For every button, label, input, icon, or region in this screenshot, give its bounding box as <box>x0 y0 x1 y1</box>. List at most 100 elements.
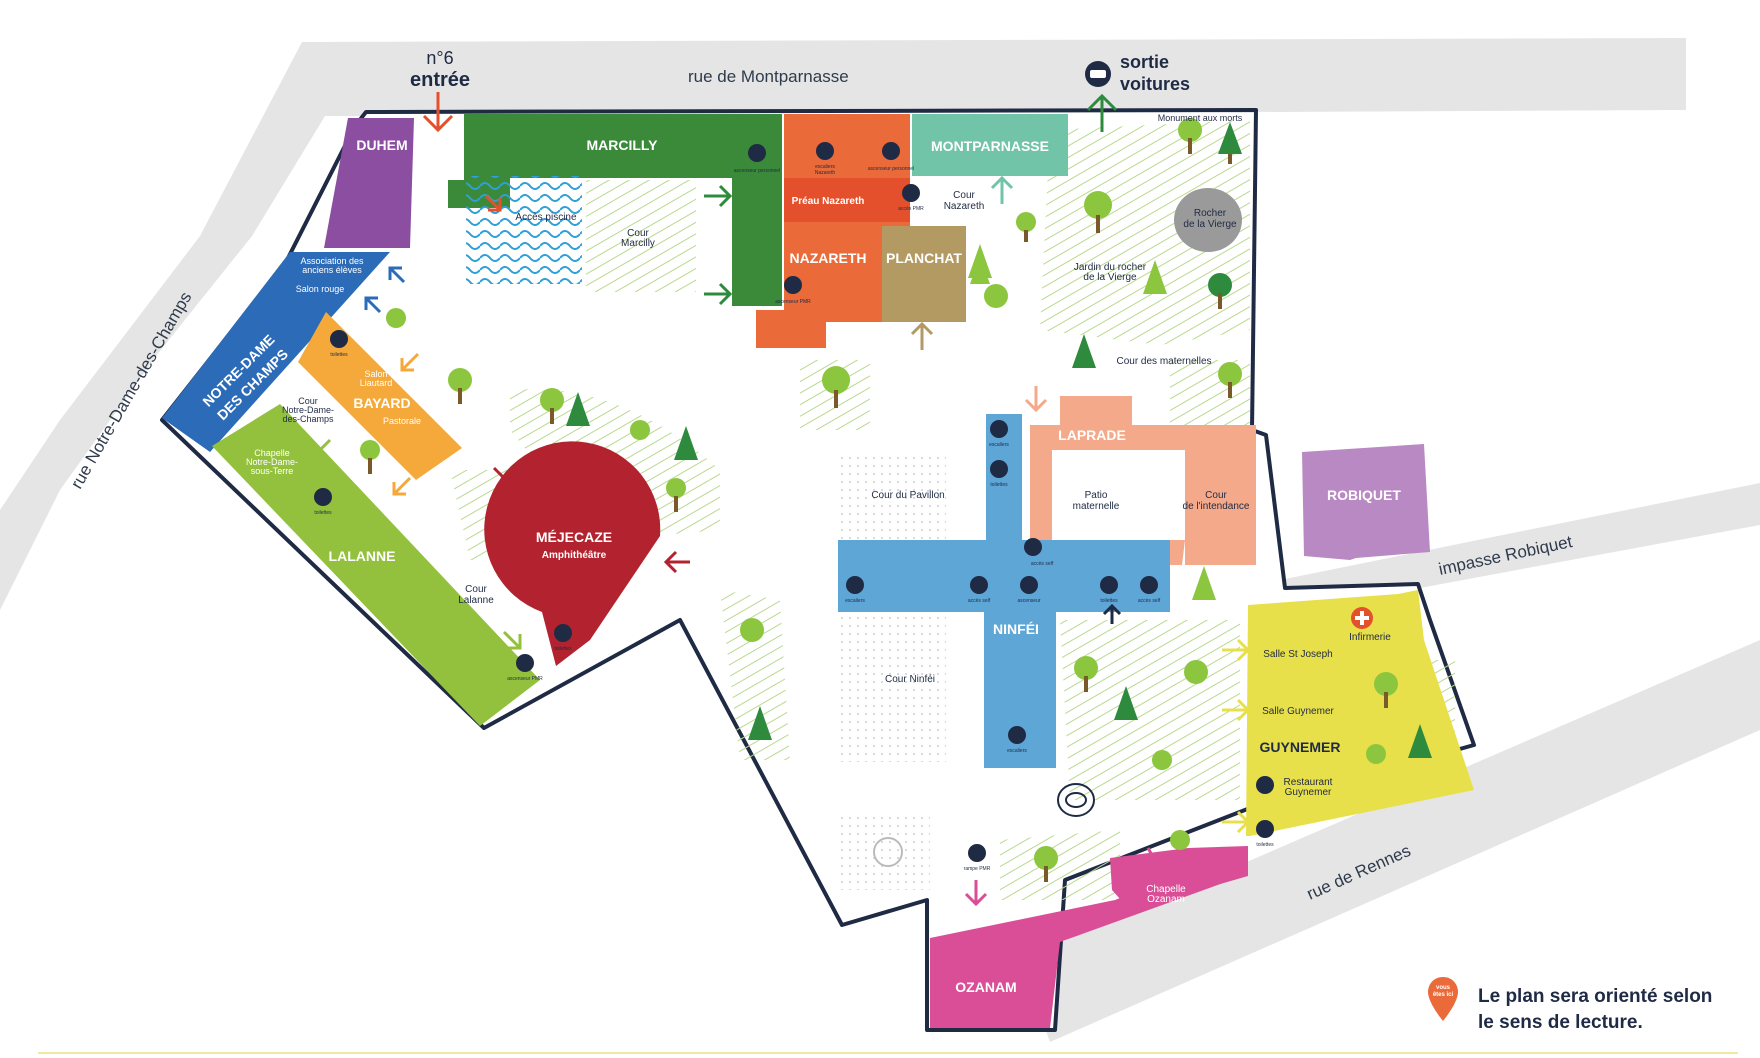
arrow-piscine <box>484 194 502 212</box>
toilets-icon <box>554 624 572 642</box>
tree-icon <box>566 392 590 426</box>
pin-label-1: vous <box>1436 985 1451 991</box>
street-robiquet <box>1280 483 1760 612</box>
arrow-montparnasse <box>990 175 1014 204</box>
wheelchair-icon <box>902 184 920 202</box>
garden-ninfei-left <box>720 590 790 760</box>
label-nazareth: NAZARETH <box>790 250 867 266</box>
building-montparnasse[interactable] <box>912 114 1068 176</box>
stairs-icon <box>1008 726 1026 744</box>
arrow-rampe <box>964 880 988 907</box>
building-planchat[interactable] <box>882 226 966 322</box>
fountain <box>1057 783 1095 817</box>
car-exit-line2: voitures <box>1120 74 1190 94</box>
label-patio-1: Patio <box>1085 490 1108 501</box>
tree-icon <box>666 478 686 512</box>
service-icons <box>314 142 1373 862</box>
arrow-bayard-2 <box>392 476 412 496</box>
label-marcilly: MARCILLY <box>586 137 658 153</box>
toilets-icon <box>314 488 332 506</box>
car-exit-line1: sortie <box>1120 52 1169 72</box>
label-cour-ndc-2: Notre-Dame- <box>282 405 334 415</box>
tree-icon <box>1366 744 1386 764</box>
building-mejecaze[interactable] <box>484 441 661 666</box>
label-chapelle-ozanam-2: Ozanam <box>1147 894 1185 905</box>
building-robiquet[interactable] <box>1302 444 1430 560</box>
garden-ninfei-right <box>1060 620 1240 800</box>
icon-captions: ascenseur personnel escaliers Nazareth a… <box>314 164 1274 872</box>
arrow-duhem-1 <box>388 266 406 284</box>
arrow-duhem-2 <box>364 296 382 314</box>
garden-jardin-rocher <box>1040 120 1250 345</box>
label-restaurant-1: Restaurant <box>1284 777 1333 788</box>
entrance-label[interactable]: entrée <box>410 69 470 91</box>
caption-ascenseur: ascenseur <box>1017 598 1040 604</box>
garden-ozanam <box>1000 830 1120 900</box>
tree-icon <box>630 420 650 440</box>
caption-ascenseur-pmr-lalanne: ascenseur PMR <box>507 676 543 682</box>
building-duhem[interactable] <box>324 118 414 248</box>
building-ninfei[interactable] <box>838 414 1170 768</box>
entrance-number: n°6 <box>426 48 453 68</box>
building-notre-dame[interactable] <box>162 252 390 452</box>
arrow-guynemer-1 <box>1222 638 1251 662</box>
label-cour-intendance-1: Cour <box>1205 490 1227 501</box>
toilets-icon <box>1100 576 1118 594</box>
tree-icon <box>1084 191 1112 233</box>
entrance-arrow <box>422 92 454 133</box>
caption-toilettes: toilettes <box>314 510 332 516</box>
label-salon-liautard-2: Liautard <box>360 378 393 388</box>
caption-escaliers-nazareth: Nazareth <box>815 170 836 176</box>
building-chapelle-ozanam[interactable] <box>1110 846 1248 910</box>
arrow-preau <box>875 188 904 212</box>
tree-icon <box>540 388 564 424</box>
label-acces-piscine: Accès piscine <box>515 212 577 223</box>
label-jardin-2: de la Vierge <box>1083 272 1137 283</box>
tree-icon <box>1218 362 1242 398</box>
label-cour-nazareth-2: Nazareth <box>944 201 985 212</box>
tree-icon <box>740 618 764 642</box>
tree-icon <box>1170 830 1190 850</box>
label-guynemer: GUYNEMER <box>1260 739 1341 755</box>
arrows <box>312 92 1251 907</box>
caption-escaliers: escaliers <box>1007 748 1027 754</box>
tree-icon <box>984 284 1008 308</box>
caption-escaliers: escaliers <box>815 164 835 170</box>
building-bayard[interactable] <box>298 312 462 480</box>
label-cour-marcilly-2: Marcilly <box>621 238 655 249</box>
elevator-icon <box>1020 576 1038 594</box>
court-ninfei <box>836 612 946 762</box>
tree-icon <box>674 426 698 460</box>
rocher-de-la-vierge <box>1174 188 1242 252</box>
tree-icon <box>1143 260 1167 294</box>
label-chapelle-ozanam-1: Chapelle <box>1146 884 1186 895</box>
garden-cour-marcilly <box>586 180 696 292</box>
building-guynemer[interactable] <box>1246 590 1474 836</box>
caption-rampe-pmr: rampe PMR <box>964 866 991 872</box>
label-cour-lalanne-2: Lalanne <box>458 595 494 606</box>
label-cour-ndc-1: Cour <box>298 396 318 406</box>
orientation-note-line2: le sens de lecture. <box>1478 1012 1643 1033</box>
street-notre-dame <box>0 42 370 610</box>
label-rocher-1: Rocher <box>1194 208 1227 219</box>
label-robiquet: ROBIQUET <box>1327 487 1401 503</box>
caption-acces-self: accès self <box>968 598 991 604</box>
tree-icon <box>1192 566 1216 600</box>
stairs-icon <box>990 420 1008 438</box>
toilets-icon <box>990 460 1008 478</box>
label-lalanne: LALANNE <box>329 548 396 564</box>
building-lalanne[interactable] <box>212 404 540 726</box>
tree-icon <box>1208 273 1232 309</box>
stairs-icon <box>1140 576 1158 594</box>
tree-icon <box>1408 724 1432 758</box>
toilets-icon <box>330 330 348 348</box>
caption-toilettes: toilettes <box>990 482 1008 488</box>
building-laprade[interactable] <box>1030 396 1256 565</box>
restaurant-icon <box>1256 776 1274 794</box>
label-ozanam: OZANAM <box>955 979 1016 995</box>
tree-icon <box>1034 846 1058 882</box>
label-laprade: LAPRADE <box>1058 427 1126 443</box>
building-marcilly[interactable] <box>448 114 782 306</box>
tree-icon <box>360 440 380 474</box>
car-icon-body <box>1090 70 1106 78</box>
